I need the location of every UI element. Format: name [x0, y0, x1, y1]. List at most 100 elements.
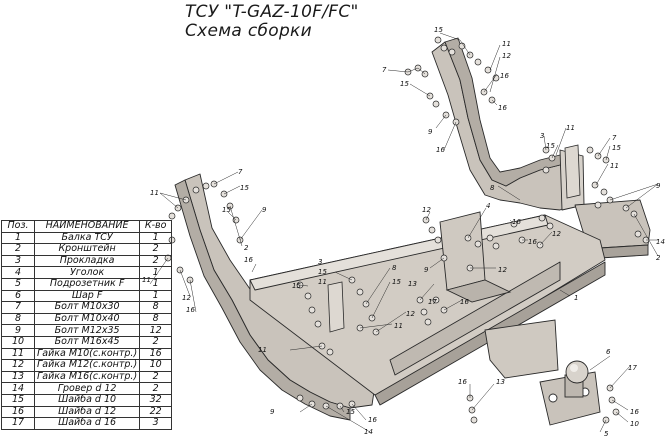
cell-qty: 8 — [139, 312, 173, 326]
diagram-subtitle: Схема сборки — [185, 21, 312, 41]
cell-name: Прокладка — [33, 254, 141, 268]
cell-name: Гайка М16(с.контр.) — [33, 370, 141, 384]
callout: 17 — [628, 364, 637, 372]
cell-name: Гровер d 12 — [33, 382, 141, 395]
leader-lines — [149, 32, 659, 433]
cell-name: Болт М16х45 — [33, 335, 141, 349]
callout: 11 — [566, 124, 575, 132]
cell-qty: 1 — [139, 266, 173, 279]
cell-pos: 9 — [1, 324, 35, 337]
cell-pos: 13 — [1, 370, 35, 384]
cell-name: Подрозетник F — [33, 277, 141, 291]
callout: 4 — [486, 202, 490, 210]
callout-labels: 15 11 7 12 15 16 9 16 16 3 11 15 7 15 11… — [142, 26, 665, 438]
cell-qty: 2 — [139, 382, 173, 395]
callout: 3 — [540, 132, 544, 140]
callout: 15 — [292, 282, 301, 290]
callout: 15 — [612, 144, 621, 152]
callout: 16 — [458, 378, 467, 386]
callout: 8 — [392, 264, 397, 272]
callout: 13 — [408, 280, 417, 288]
cell-pos: 5 — [1, 277, 35, 291]
cell-name: Кронштейн — [33, 243, 141, 256]
callout: 3 — [318, 258, 322, 266]
callout: 15 — [222, 206, 231, 214]
cell-name: Балка ТСУ — [33, 231, 141, 245]
cell-qty: 32 — [139, 393, 173, 407]
callout: 11 — [150, 189, 159, 197]
spacer-plates — [327, 144, 581, 333]
tow-ball — [564, 360, 589, 398]
column-header-name: НАИМЕНОВАНИЕ — [33, 220, 141, 233]
cell-name: Болт М10х30 — [33, 301, 141, 314]
cell-name: Шайба d 12 — [33, 405, 141, 419]
callout: 6 — [606, 348, 611, 356]
callout: 15 — [546, 142, 555, 150]
callout: 15 — [392, 278, 401, 286]
callout: 12 — [182, 294, 191, 302]
callout: 7 — [382, 66, 387, 74]
callout: 16 — [436, 146, 445, 154]
callout: 16 — [368, 416, 377, 424]
callout: 15 — [318, 268, 327, 276]
callout: 12 — [406, 310, 415, 318]
callout: 15 — [240, 184, 249, 192]
column-header-pos: Поз. — [1, 220, 35, 233]
cell-qty: 2 — [139, 370, 173, 384]
callout: 5 — [604, 430, 609, 438]
cell-pos: 12 — [1, 359, 35, 372]
callout: 11 — [318, 278, 327, 286]
cell-qty: 16 — [139, 347, 173, 361]
callout: 1 — [574, 294, 578, 302]
cell-qty: 1 — [139, 289, 173, 303]
callout: 14 — [364, 428, 373, 436]
cell-qty: 12 — [139, 324, 173, 337]
callout: 11 — [258, 346, 267, 354]
cell-qty: 2 — [139, 254, 173, 268]
callout: 16 — [186, 306, 195, 314]
callout: 16 — [498, 104, 507, 112]
cell-qty: 3 — [139, 417, 173, 430]
ball-mount-plate — [484, 319, 601, 426]
callout: 9 — [262, 206, 267, 214]
callout: 16 — [460, 298, 469, 306]
cell-pos: 3 — [1, 254, 35, 268]
cell-pos: 16 — [1, 405, 35, 419]
cell-pos: 14 — [1, 382, 35, 395]
callout: 9 — [656, 182, 661, 190]
cell-qty: 8 — [139, 301, 173, 314]
cell-pos: 7 — [1, 301, 35, 314]
angle-plate — [439, 211, 512, 303]
cell-qty: 22 — [139, 405, 173, 419]
callout: 12 — [498, 266, 507, 274]
table-header-row: Поз. НАИМЕНОВАНИЕ К-во — [1, 220, 173, 233]
callout: 15 — [346, 408, 355, 416]
cell-pos: 1 — [1, 231, 35, 245]
cell-name: Уголок — [33, 266, 141, 279]
callout: 11 — [394, 322, 403, 330]
cell-name: Болт М12х35 — [33, 324, 141, 337]
callout: 9 — [270, 408, 275, 416]
cell-name: Болт М10х40 — [33, 312, 141, 326]
cell-qty: 1 — [139, 231, 173, 245]
cell-name: Шар F — [33, 289, 141, 303]
cell-qty: 2 — [139, 243, 173, 256]
cell-pos: 10 — [1, 335, 35, 349]
callout: 15 — [434, 26, 443, 34]
callout: 16 — [630, 408, 639, 416]
callout: 7 — [238, 168, 243, 176]
